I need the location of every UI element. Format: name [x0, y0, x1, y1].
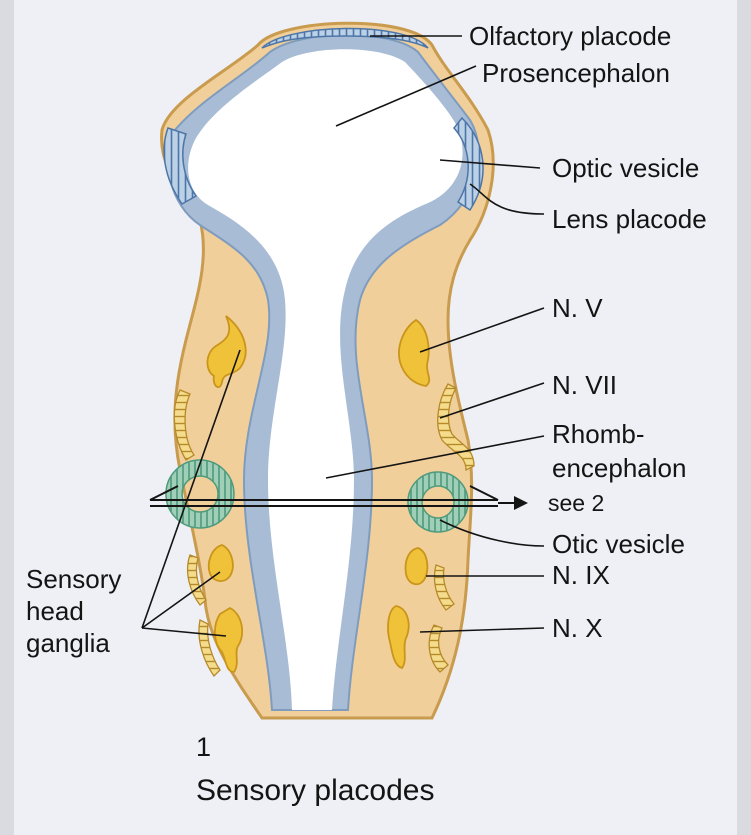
label-n-ix: N. IX [552, 562, 610, 588]
label-sensory: Sensory [26, 566, 121, 592]
label-prosencephalon: Prosencephalon [482, 60, 670, 86]
label-olfactory-placode: Olfactory placode [469, 23, 671, 49]
label-see-2: see 2 [548, 492, 604, 515]
ganglion-ix-right [406, 548, 428, 584]
caption-number: 1 [196, 734, 211, 761]
label-n-v: N. V [552, 295, 603, 321]
label-ganglia: ganglia [26, 630, 110, 656]
label-rhombencephalon-line1: Rhomb- [552, 421, 644, 447]
label-otic-vesicle: Otic vesicle [552, 531, 685, 557]
label-rhombencephalon-line2: encephalon [552, 455, 686, 481]
caption-title: Sensory placodes [196, 776, 434, 806]
label-head: head [26, 598, 84, 624]
label-lens-placode: Lens placode [552, 206, 707, 232]
see-2-arrow-icon [514, 496, 528, 510]
label-n-vii: N. VII [552, 372, 617, 398]
label-n-x: N. X [552, 615, 603, 641]
label-optic-vesicle: Optic vesicle [552, 155, 699, 181]
